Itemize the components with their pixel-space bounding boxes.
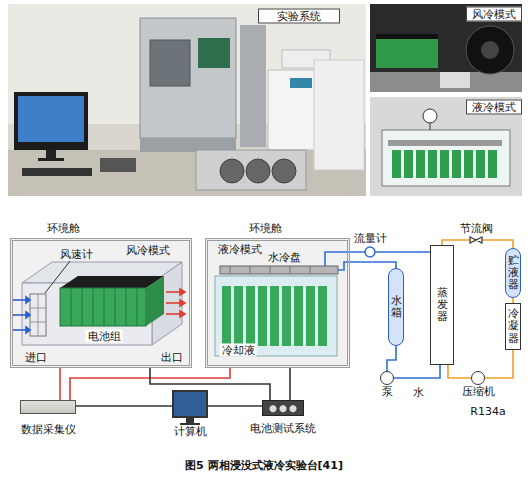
device-label: 泵 bbox=[382, 385, 393, 398]
part-label: 流量计 bbox=[354, 232, 387, 245]
liquid-cooling-illustration bbox=[205, 238, 350, 368]
environment-chamber: 环境舱 bbox=[10, 238, 192, 368]
vertical-label: 贮液器 bbox=[508, 255, 519, 291]
throttle-valve-symbol bbox=[470, 237, 482, 243]
part-label: 水冷盘 bbox=[268, 251, 301, 264]
part-label: 节流阀 bbox=[460, 222, 493, 235]
air-cooling-illustration bbox=[10, 238, 192, 368]
photo-label: 风冷模式 bbox=[466, 7, 522, 22]
receiver-vessel: 贮液器 bbox=[505, 248, 521, 298]
vertical-label: 冷凝器 bbox=[508, 308, 519, 344]
monitor-stand bbox=[186, 418, 194, 423]
connector-line bbox=[485, 350, 513, 378]
pump-symbol: 泵 bbox=[380, 371, 394, 385]
connector-line bbox=[448, 365, 471, 378]
part-label: 出口 bbox=[161, 351, 183, 364]
photo-liquid-cooling bbox=[370, 97, 522, 196]
evaporator-box: 蒸发器 bbox=[430, 245, 454, 365]
flowmeter-symbol bbox=[365, 247, 375, 257]
pipe-label: 水 bbox=[412, 387, 425, 399]
vertical-label: 水箱 bbox=[391, 295, 402, 319]
computer-monitor: 计算机 bbox=[172, 390, 208, 418]
pipe-label: R134a bbox=[469, 406, 506, 418]
condenser-box: 冷凝器 bbox=[505, 303, 521, 350]
mode-label: 液冷模式 bbox=[218, 243, 262, 256]
device-label: 电池测试系统 bbox=[250, 422, 316, 435]
part-label: 进口 bbox=[25, 351, 47, 364]
device-label: 数据采集仪 bbox=[21, 423, 76, 436]
connector-line bbox=[76, 405, 172, 407]
water-tank: 水箱 bbox=[388, 268, 404, 346]
mode-label: 风冷模式 bbox=[126, 244, 170, 257]
connector-line bbox=[394, 365, 440, 378]
connector-line bbox=[59, 368, 61, 400]
monitor-base bbox=[180, 423, 200, 425]
photo-label: 实验系统 bbox=[258, 9, 340, 24]
photo-system bbox=[8, 4, 366, 196]
figure-caption: 图5 两相浸没式液冷实验台[41] bbox=[185, 459, 343, 473]
chamber-title: 环境舱 bbox=[47, 222, 80, 235]
device-label: 压缩机 bbox=[462, 385, 495, 398]
connector-line bbox=[387, 346, 396, 371]
connector-line bbox=[350, 262, 396, 268]
part-label: 冷却液 bbox=[220, 344, 257, 357]
connector-line bbox=[208, 405, 262, 407]
connector-line bbox=[350, 251, 430, 253]
compressor-symbol: 压缩机 bbox=[471, 371, 485, 385]
connector-line bbox=[289, 368, 291, 400]
battery-tester: 电池测试系统 bbox=[262, 400, 304, 416]
data-logger: 数据采集仪 bbox=[20, 400, 76, 414]
connector-line bbox=[150, 368, 270, 400]
vertical-label: 蒸发器 bbox=[437, 287, 448, 323]
part-label: 风速计 bbox=[60, 248, 93, 261]
part-label: 电池组 bbox=[86, 330, 123, 343]
chamber-title: 环境舱 bbox=[249, 222, 282, 235]
device-label: 计算机 bbox=[174, 425, 207, 438]
photo-label: 液冷模式 bbox=[466, 100, 522, 115]
photo-air-cooling bbox=[370, 4, 522, 92]
